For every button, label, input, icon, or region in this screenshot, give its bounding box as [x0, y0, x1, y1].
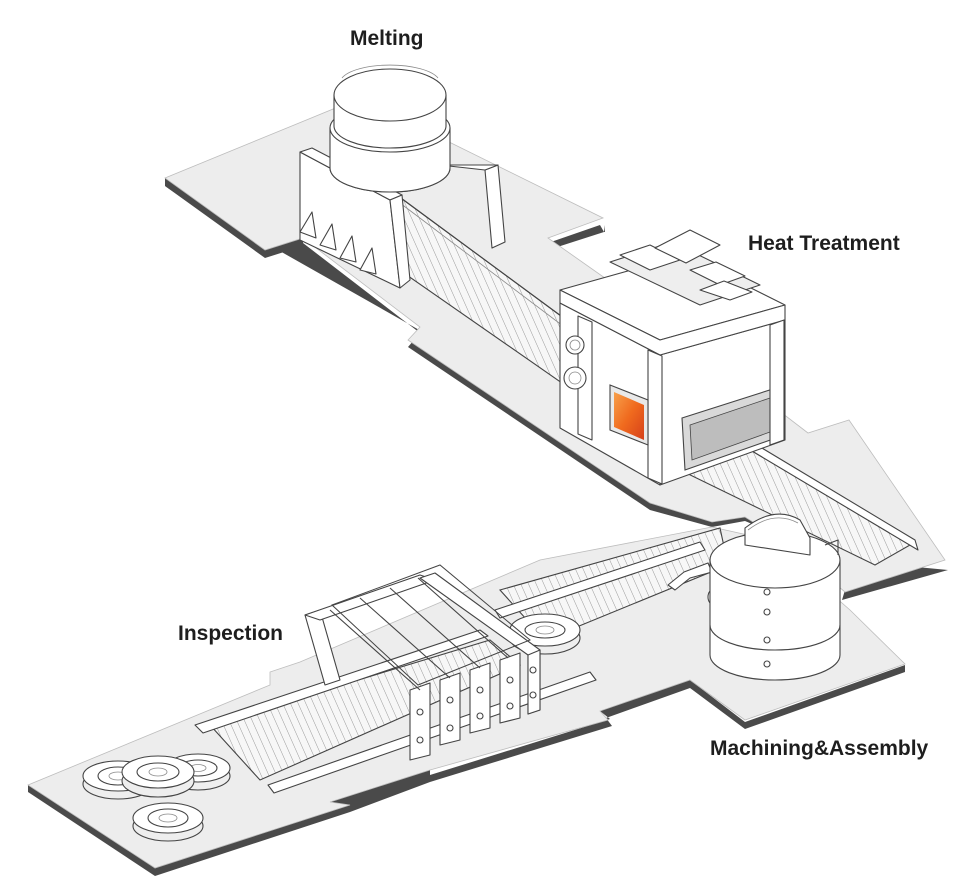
- furnace-glow: [614, 392, 644, 440]
- label-melting: Melting: [350, 27, 424, 50]
- label-machining-assembly: Machining&Assembly: [710, 737, 929, 760]
- inspection-gate-icon: [304, 564, 581, 761]
- machining-tank-icon: [667, 513, 841, 681]
- finished-part-icon: [82, 753, 231, 842]
- label-heat-treatment: Heat Treatment: [748, 232, 900, 255]
- heat-treatment-furnace-icon: [559, 229, 786, 486]
- melting-pot-icon: [299, 64, 506, 289]
- label-inspection: Inspection: [178, 622, 284, 645]
